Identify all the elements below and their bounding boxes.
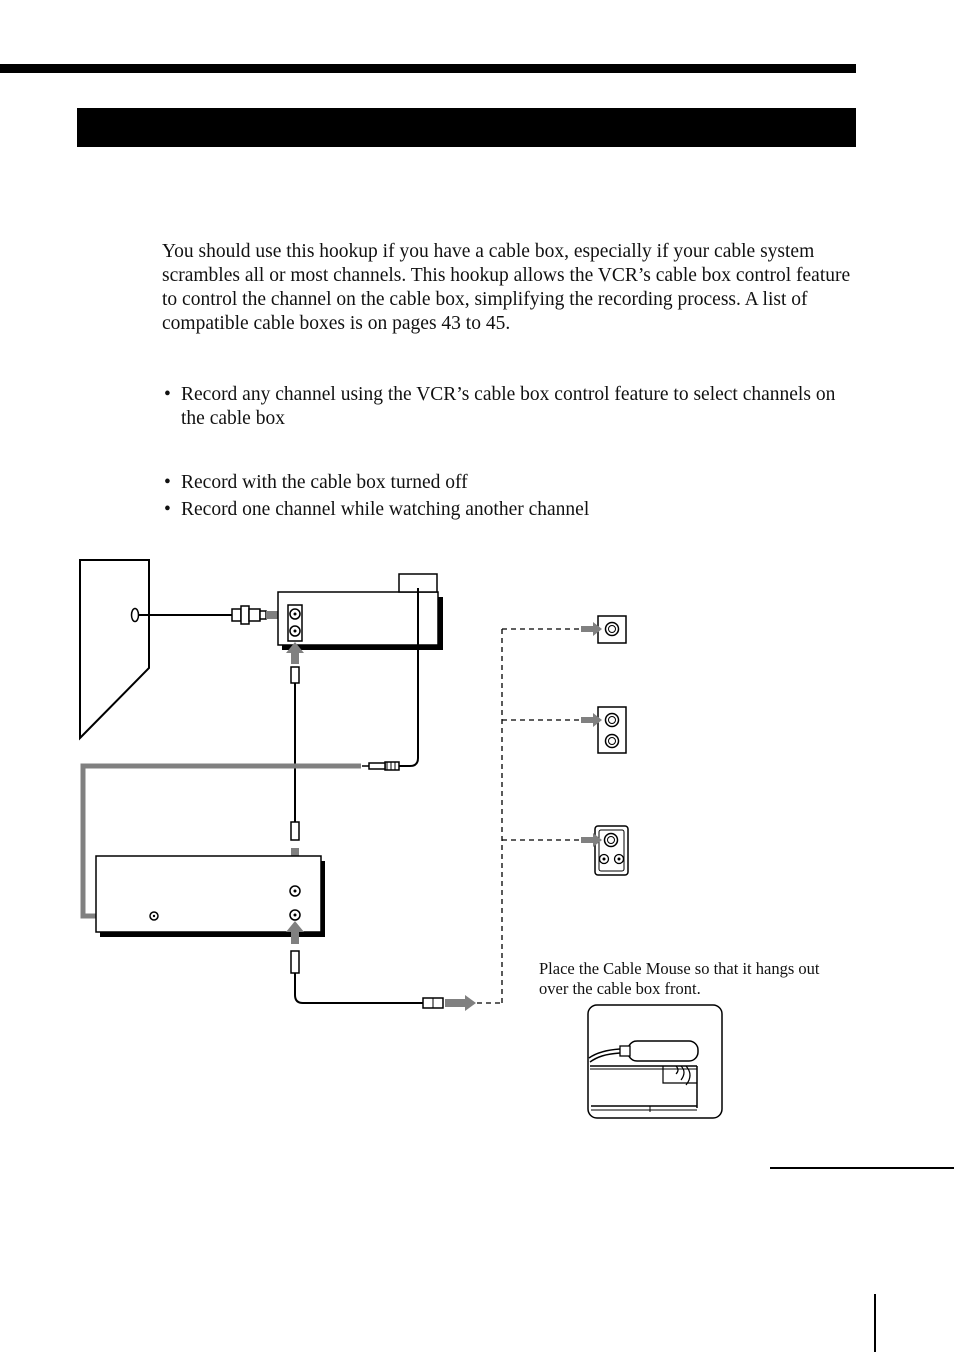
tv-terminal-double (581, 706, 627, 754)
wall-outlet (79, 559, 150, 741)
cable-box-to-vcr (286, 642, 304, 883)
list-item: Record any channel using the VCR’s cable… (162, 383, 852, 431)
cable-vcr-to-tv (286, 628, 580, 1011)
intro-paragraph: You should use this hookup if you have a… (162, 241, 851, 334)
cable-mouse-note: Place the Cable Mouse so that it hangs o… (539, 959, 820, 998)
cable-wall-to-box (139, 605, 287, 625)
page-edge-rule (874, 1294, 876, 1352)
top-rule (0, 64, 856, 73)
can-do-list: Record any channel using the VCR’s cable… (162, 383, 852, 434)
tv-terminal-triple (581, 825, 629, 876)
cable-mouse-inset (587, 1004, 723, 1119)
vcr (95, 855, 325, 937)
list-item: Record with the cable box turned off (162, 471, 852, 495)
list-item: Record one channel while watching anothe… (162, 498, 852, 522)
cable-box (277, 573, 443, 650)
cannot-do-list: Record with the cable box turned off Rec… (162, 471, 852, 525)
tv-terminal-single (581, 615, 627, 644)
section-title-bar (77, 108, 856, 147)
bottom-rule (770, 1167, 954, 1169)
